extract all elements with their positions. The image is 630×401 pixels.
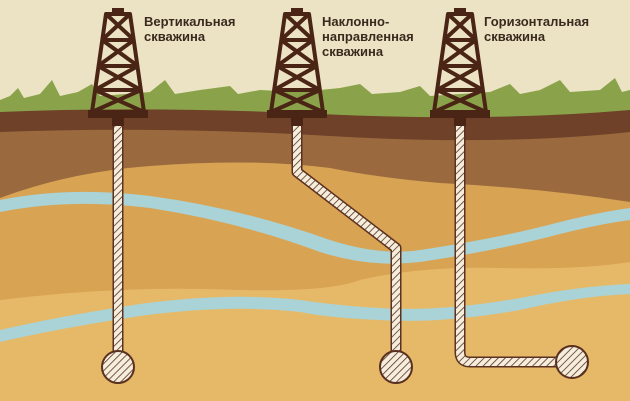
vertical-well-bottom (101, 350, 135, 384)
vertical-well-label-line-2: скважина (144, 29, 206, 44)
vertical-well-label: Вертикальная скважина (144, 14, 235, 44)
vertical-well-label-line-1: Вертикальная (144, 14, 236, 29)
upper-aquifer (0, 191, 630, 264)
horizontal-well-label-line-1: Горизонтальная (484, 14, 590, 29)
directional-well-label-line-1: Наклонно- (322, 14, 390, 29)
derrick-icon (267, 8, 327, 126)
directional-well-bottom (379, 350, 413, 384)
directional-well-label: Наклонно- направленная скважина (322, 14, 414, 59)
derrick-icon (430, 8, 490, 126)
horizontal-well-label-line-2: скважина (484, 29, 546, 44)
derrick-icon (88, 8, 148, 126)
horizontal-well-bottom (555, 345, 589, 379)
directional-well-label-line-3: скважина (322, 44, 384, 59)
lower-aquifer (0, 284, 630, 342)
directional-well-label-line-2: направленная (322, 29, 414, 44)
horizontal-well-label: Горизонтальная скважина (484, 14, 589, 44)
